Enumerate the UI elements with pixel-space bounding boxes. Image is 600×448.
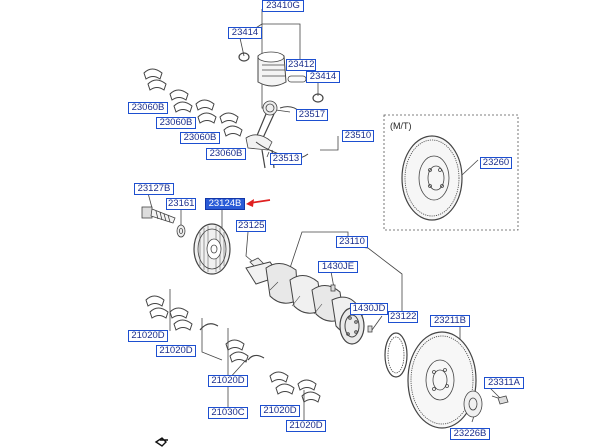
callout-23414-top[interactable]: 23414 (228, 27, 262, 39)
callout-23060b-2[interactable]: 23060B (156, 117, 196, 129)
callout-23410g[interactable]: 23410G (262, 0, 304, 12)
crankshaft (245, 261, 365, 345)
thrust-washers (199, 323, 265, 361)
pointer-arrow (246, 199, 271, 207)
drive-plate (407, 331, 477, 429)
callout-23124b-highlighted[interactable]: 23124B (205, 198, 245, 210)
callout-23060b-3[interactable]: 23060B (180, 132, 220, 144)
flywheel (401, 135, 463, 221)
bearing-shells-upper (143, 68, 243, 137)
callout-21020d-1[interactable]: 21020D (128, 330, 168, 342)
mt-dashed-box (383, 114, 519, 231)
pulley-bolt-group (141, 206, 186, 238)
callout-23127b[interactable]: 23127B (134, 183, 174, 195)
callout-23125[interactable]: 23125 (236, 220, 266, 232)
callout-1430je[interactable]: 1430JE (318, 261, 358, 273)
callout-23161[interactable]: 23161 (166, 198, 196, 210)
sprocket-ring (384, 332, 408, 378)
callout-23510[interactable]: 23510 (342, 130, 374, 142)
dowel-pins (330, 284, 373, 333)
callout-21020d-3[interactable]: 21020D (208, 375, 248, 387)
callout-21020d-4[interactable]: 21020D (260, 405, 300, 417)
callout-21020d-2[interactable]: 21020D (156, 345, 196, 357)
damper-pulley (193, 223, 231, 275)
callout-23060b-4[interactable]: 23060B (206, 148, 246, 160)
callout-23412[interactable]: 23412 (286, 59, 316, 71)
callout-1430jd[interactable]: 1430JD (350, 303, 388, 315)
callout-21020d-5[interactable]: 21020D (286, 420, 326, 432)
callout-23414-right[interactable]: 23414 (306, 71, 340, 83)
callout-23513[interactable]: 23513 (270, 153, 302, 165)
callout-23311a[interactable]: 23311A (484, 377, 524, 389)
partial-part-bottom (154, 437, 168, 447)
mt-box-caption: (M/T) (390, 121, 412, 131)
callout-23211b[interactable]: 23211B (430, 315, 470, 327)
callout-23517[interactable]: 23517 (296, 109, 328, 121)
connecting-rod-group (245, 100, 309, 169)
callout-23122[interactable]: 23122 (388, 311, 418, 323)
callout-23226b[interactable]: 23226B (450, 428, 490, 440)
callout-21030c[interactable]: 21030C (208, 407, 248, 419)
bearing-shells-lower (145, 295, 321, 403)
adapter-plate-group (463, 390, 509, 418)
callout-23260[interactable]: 23260 (480, 157, 512, 169)
callout-23110[interactable]: 23110 (336, 236, 368, 248)
callout-23060b-1[interactable]: 23060B (128, 102, 168, 114)
